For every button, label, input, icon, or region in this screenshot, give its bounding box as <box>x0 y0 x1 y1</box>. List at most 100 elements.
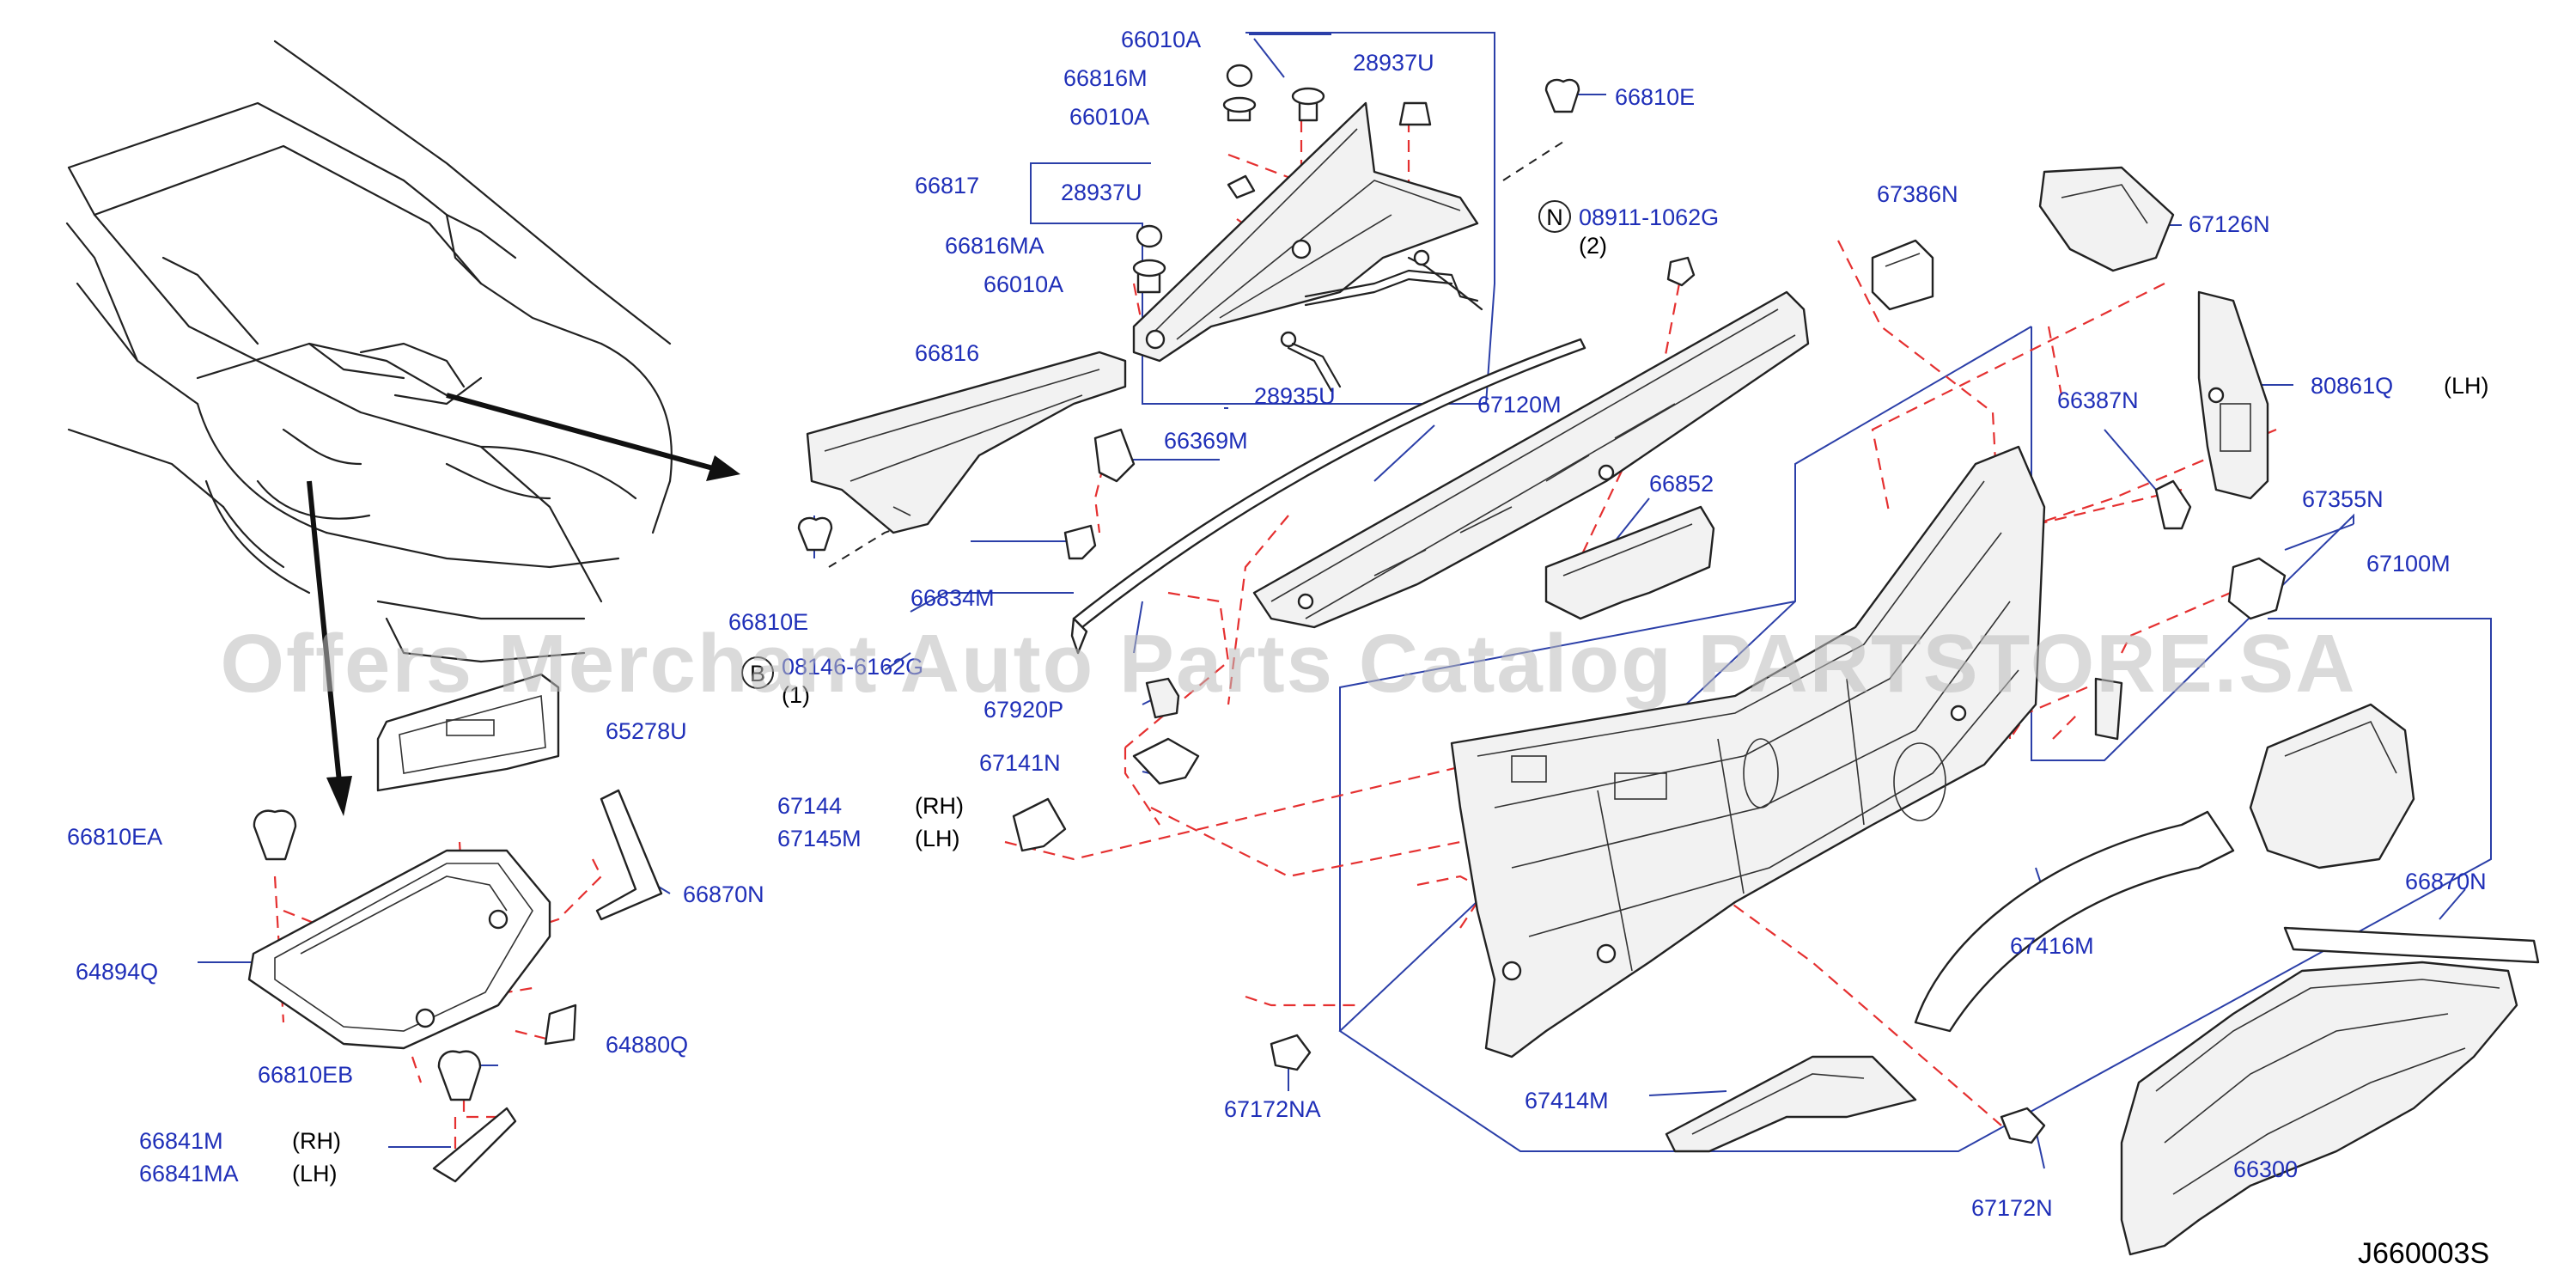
label-08911-1062G: 08911-1062G <box>1579 204 1719 230</box>
bracket-67355N <box>2227 557 2287 620</box>
cowl-top-assembly <box>806 101 1483 534</box>
label-67100M: 67100M <box>2366 551 2451 576</box>
side-80861Q: (LH) <box>2444 373 2489 399</box>
bolt-0814x <box>1063 524 1097 560</box>
label-66810E-left: 66810E <box>728 609 808 635</box>
reinforcement-67414M <box>1665 1055 1917 1153</box>
fasteners-top <box>797 64 1696 560</box>
label-66010A-top: 66010A <box>1121 27 1201 52</box>
label-67414M: 67414M <box>1525 1088 1609 1113</box>
label-66816: 66816 <box>915 340 979 366</box>
label-67920P: 67920P <box>984 697 1063 723</box>
label-67144: 67144 <box>777 793 842 819</box>
clip-67141N <box>1132 737 1200 785</box>
diagram-code: J660003S <box>2358 1237 2489 1270</box>
nut-symbol-letter: N <box>1546 204 1563 230</box>
label-67172NA: 67172NA <box>1224 1096 1321 1122</box>
clip-66810EB <box>437 1050 482 1101</box>
grommet-28937U-b <box>1227 174 1256 199</box>
arrow-to-cover <box>307 480 342 783</box>
nut-symbol <box>1538 200 1571 233</box>
label-67126N: 67126N <box>2189 211 2270 237</box>
bracket-67410M <box>2249 703 2415 869</box>
parts-middle-left <box>1012 677 1200 852</box>
qty-0814x: (1) <box>782 682 810 708</box>
label-66841MA: 66841MA <box>139 1161 239 1187</box>
clip-66816MA <box>1136 224 1163 248</box>
label-66817: 66817 <box>915 173 979 198</box>
label-67120M: 67120M <box>1477 392 1562 418</box>
label-66834M: 66834M <box>910 585 995 611</box>
label-08146-6162G: 08146-6162G <box>782 654 923 680</box>
bracket-67333 <box>2094 677 2123 741</box>
bracket-67386N <box>1871 239 1934 311</box>
bracket-67126N <box>2038 166 2175 272</box>
side-67144: (RH) <box>915 793 964 819</box>
label-66810EA: 66810EA <box>67 824 162 850</box>
label-66387N: 66387N <box>2057 387 2139 413</box>
label-66369M: 66369M <box>1164 428 1248 454</box>
label-66841M: 66841M <box>139 1128 223 1154</box>
parts-right <box>1270 166 2415 1153</box>
label-66816M: 66816M <box>1063 65 1148 91</box>
nut-08911 <box>1666 256 1696 287</box>
label-66852: 66852 <box>1649 471 1714 497</box>
reinforcement-67416M <box>1914 810 2235 1033</box>
label-67141N: 67141N <box>979 750 1061 776</box>
label-67355N: 67355N <box>2302 486 2384 512</box>
bolt-symbol <box>741 656 774 689</box>
cowl-top-66816 <box>806 351 1127 534</box>
part-number-labels: 66010A 66816M 66010A 28937U 66810E 66817… <box>67 27 2489 1221</box>
label-28935U: 28935U <box>1254 383 1336 409</box>
label-66810E-top: 66810E <box>1615 84 1695 110</box>
car-front-illustration <box>65 40 673 663</box>
panel-67120M <box>1252 290 1810 629</box>
side-67145M: (LH) <box>915 826 960 851</box>
label-67172N: 67172N <box>1971 1195 2053 1221</box>
label-66870N-right: 66870N <box>2405 869 2487 894</box>
seal-66870N-right <box>2283 926 2540 964</box>
bracket-64880Q <box>544 1004 577 1046</box>
clip-66810E-left <box>797 516 833 552</box>
clip-66810EA <box>253 809 297 861</box>
bracket-66852 <box>1544 505 1715 620</box>
watermark-text: Offers Merchant Auto Parts Catalog PARTS… <box>220 618 2356 710</box>
bracket-66369M <box>1093 428 1136 483</box>
clip-66816M <box>1226 64 1253 88</box>
clip-66810E-top <box>1544 78 1580 113</box>
seal-66870N-left <box>595 789 663 921</box>
label-28937U-top: 28937U <box>1353 50 1434 76</box>
label-67145M: 67145M <box>777 826 862 851</box>
label-67386N: 67386N <box>1877 181 1958 207</box>
clip-67172N <box>2000 1107 2046 1144</box>
label-28937U-mid: 28937U <box>1061 180 1142 205</box>
bracket-67144 <box>1012 797 1067 852</box>
cover-64894Q <box>247 849 551 1050</box>
label-64880Q: 64880Q <box>606 1032 688 1058</box>
bolt-symbol-letter: B <box>750 661 765 686</box>
label-66816MA: 66816MA <box>945 233 1044 259</box>
bracket-66387N <box>2154 479 2192 530</box>
label-80861Q: 80861Q <box>2311 373 2393 399</box>
label-66810EB: 66810EB <box>258 1062 353 1088</box>
label-64894Q: 64894Q <box>76 959 158 985</box>
cowl-top-66817 <box>1132 101 1479 363</box>
arrow-head-right <box>706 455 740 481</box>
side-66841MA: (LH) <box>292 1161 338 1187</box>
insulator-66300 <box>2120 926 2540 1256</box>
label-67416M: 67416M <box>2010 933 2094 959</box>
fasteners-left-bottom <box>253 789 663 1183</box>
label-66010A-low: 66010A <box>984 271 1063 297</box>
label-65278U: 65278U <box>606 718 687 744</box>
dash-panel-67100M <box>1450 445 2046 1058</box>
side-66841M: (RH) <box>292 1128 341 1154</box>
arrow-head-down <box>326 776 352 816</box>
qty-08911: (2) <box>1579 233 1607 259</box>
callout-arrows <box>307 393 740 816</box>
bracket-66841M <box>432 1107 517 1183</box>
label-66870N-left: 66870N <box>683 882 764 907</box>
arrow-to-cowl <box>446 393 714 471</box>
label-66010A-mid: 66010A <box>1069 104 1149 130</box>
